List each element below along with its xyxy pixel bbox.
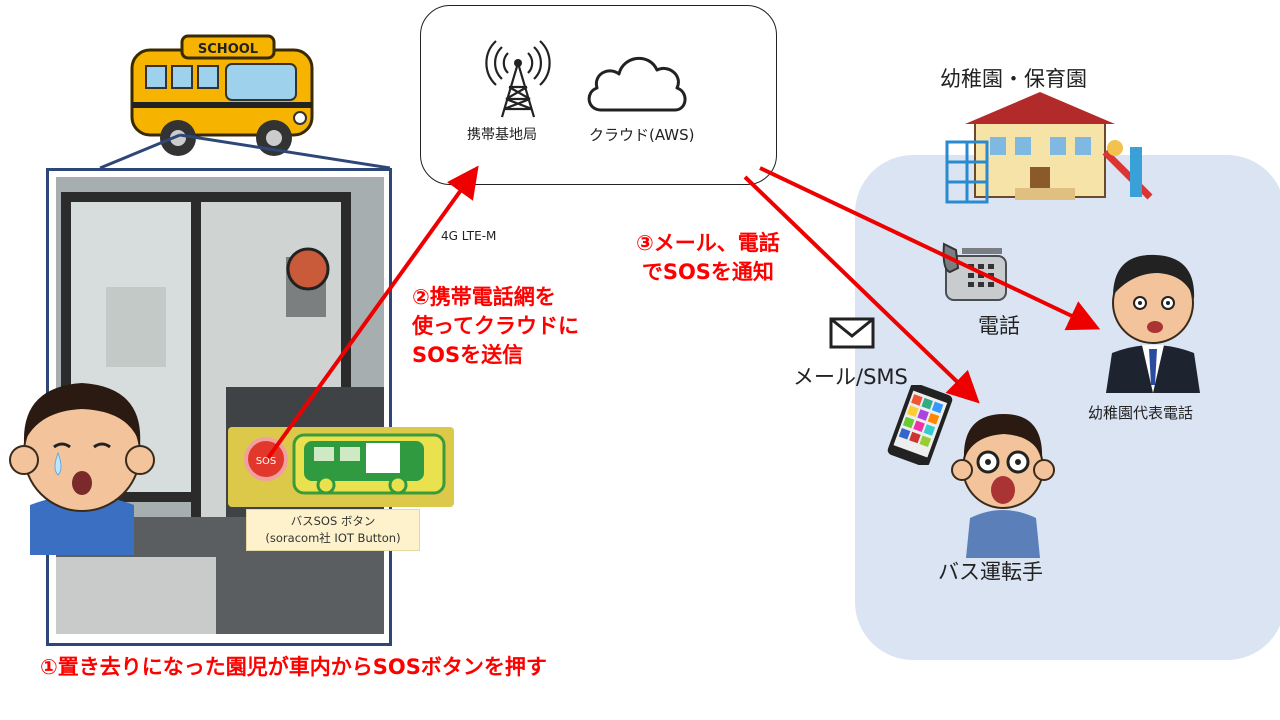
step2-line3: SOSを送信 xyxy=(412,343,524,367)
kindergarten-title: 幼稚園・保育園 xyxy=(940,67,1087,91)
step2-text: ②携帯電話網を 使ってクラウドに SOSを送信 xyxy=(412,283,579,370)
step3-line1: ③メール、電話 xyxy=(636,231,780,255)
envelope-icon xyxy=(829,317,875,349)
bus-sign-text: SCHOOL xyxy=(198,42,258,57)
step1-text: ①置き去りになった園児が車内からSOSボタンを押す xyxy=(40,655,547,679)
step2-line2: 使ってクラウドに xyxy=(412,314,579,338)
kindergarten-building-icon xyxy=(945,92,1153,204)
sos-button-label: SOS xyxy=(256,456,277,467)
cloud-label: クラウド(AWS) xyxy=(589,126,695,144)
sos-button-device: SOS xyxy=(228,427,454,507)
phone-label: 電話 xyxy=(978,314,1020,338)
telephone-icon xyxy=(942,242,1007,301)
antenna-icon xyxy=(485,40,551,118)
base-station-label: 携帯基地局 xyxy=(467,127,537,143)
bus-driver-icon xyxy=(951,414,1055,558)
step2-line1: ②携帯電話網を xyxy=(412,285,556,309)
smartphone-icon xyxy=(887,385,953,465)
arrow-button-to-cloud xyxy=(266,165,479,460)
cloud-icon xyxy=(587,56,687,112)
representative-label: 幼稚園代表電話 xyxy=(1088,404,1194,422)
mail-sms-label: メール/SMS xyxy=(793,365,908,389)
arrow-cloud-to-driver xyxy=(743,175,980,404)
caption-line1: バスSOS ボタン xyxy=(290,514,376,528)
step3-line2: でSOSを通知 xyxy=(641,260,774,284)
step3-text: ③メール、電話 でSOSを通知 xyxy=(636,229,780,287)
arrow-cloud-to-representative xyxy=(759,166,1101,331)
school-bus-icon: SCHOOL xyxy=(130,34,314,156)
crying-child-icon xyxy=(9,383,155,555)
network-label: 4G LTE-M xyxy=(441,229,497,243)
sos-button-caption: バスSOS ボタン (soracom社 IOT Button) xyxy=(246,509,420,551)
bus-driver-label: バス運転手 xyxy=(938,560,1043,584)
kindergarten-representative-icon xyxy=(1106,254,1200,393)
caption-line2: (soracom社 IOT Button) xyxy=(265,531,401,545)
